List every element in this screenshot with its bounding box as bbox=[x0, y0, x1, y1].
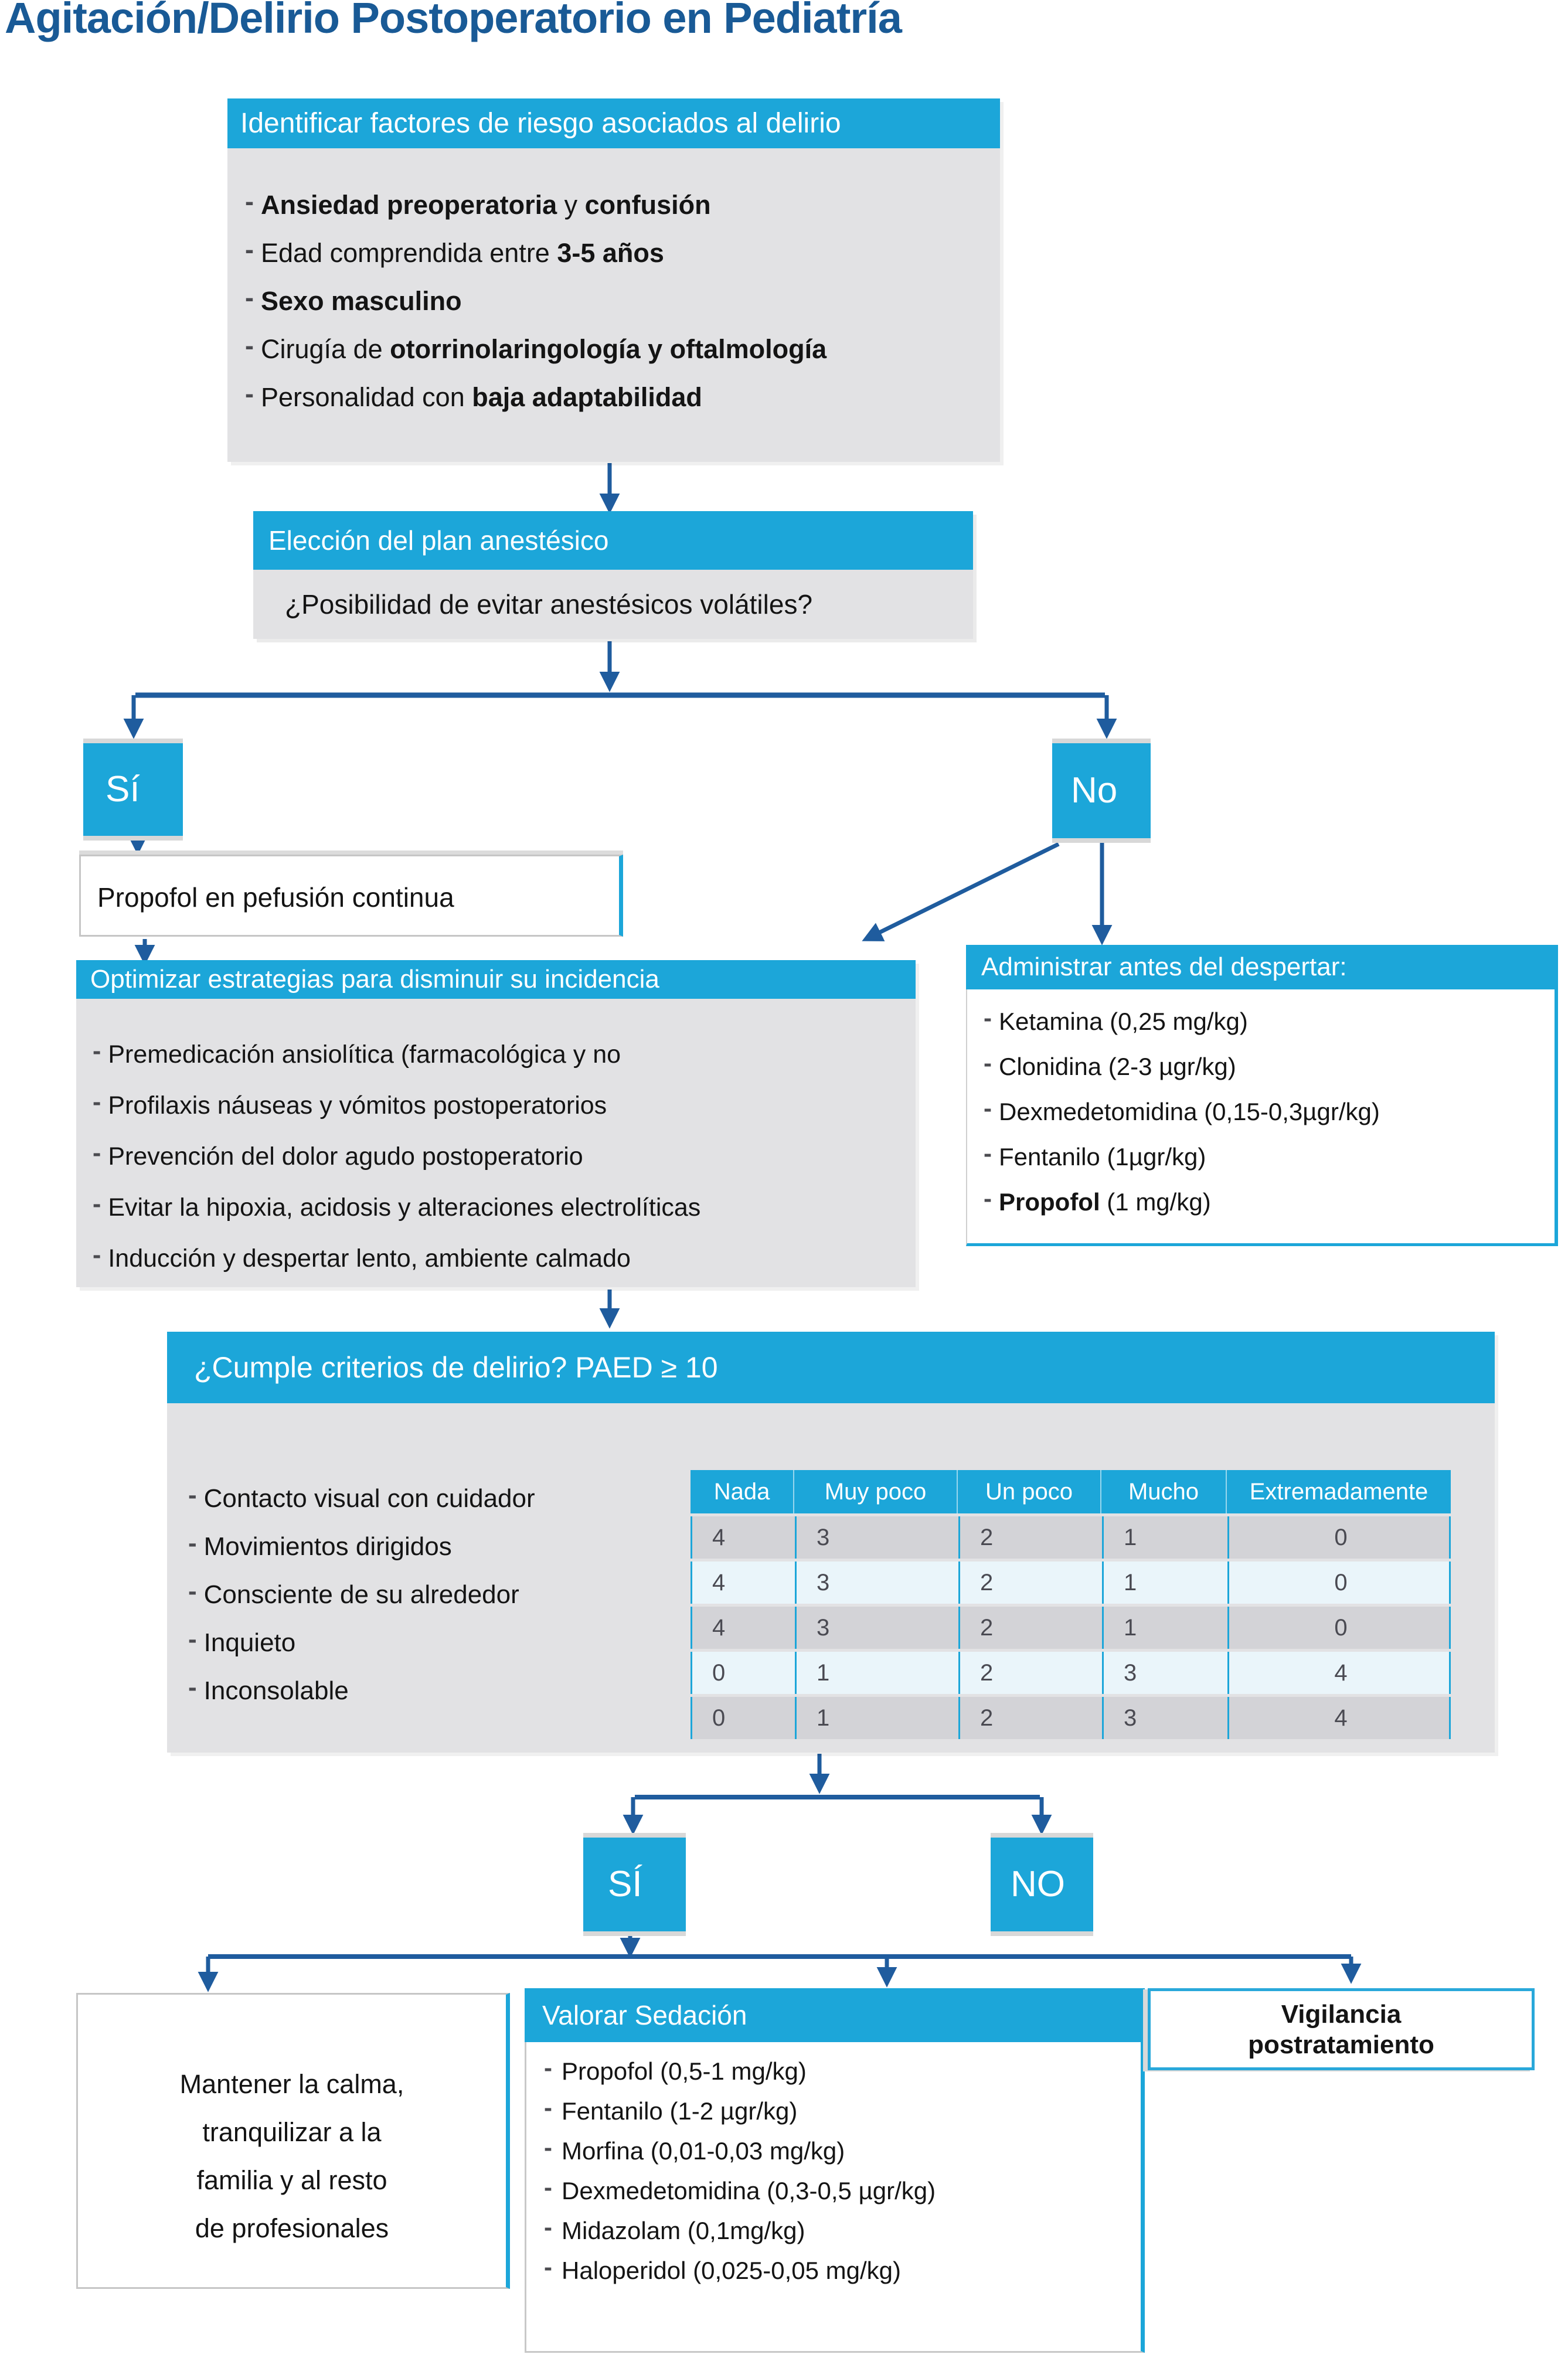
table-cell: 0 bbox=[712, 1705, 726, 1731]
table-cell: 4 bbox=[1227, 1652, 1453, 1694]
list-item: postratamiento bbox=[1248, 2030, 1434, 2059]
sedation-box: Valorar Sedación Propofol (0,5-1 mg/kg)F… bbox=[525, 1988, 1145, 2353]
table-cell: 3 bbox=[795, 1516, 958, 1559]
table-cell: 4 bbox=[712, 1615, 726, 1641]
paed-criteria-body: Contacto visual con cuidadorMovimientos … bbox=[167, 1403, 1495, 1753]
table-cell: 0 bbox=[712, 1660, 726, 1686]
list-item: Propofol (1 mg/kg) bbox=[984, 1179, 1555, 1224]
list-item: Inconsolable bbox=[188, 1667, 535, 1715]
administer-drug-list: Ketamina (0,25 mg/kg)Clonidina (2-3 µgr/… bbox=[966, 989, 1558, 1246]
table-cell: 2 bbox=[958, 1561, 1102, 1604]
list-item: Consciente de su alrededor bbox=[188, 1571, 535, 1619]
list-item: Edad comprendida entre 3-5 años bbox=[245, 229, 1000, 277]
list-item: Movimientos dirigidos bbox=[188, 1523, 535, 1571]
administer-before-waking-box: Administrar antes del despertar: Ketamin… bbox=[966, 945, 1558, 1246]
list-item: Fentanilo (1-2 µgr/kg) bbox=[544, 2091, 1141, 2131]
list-item: Personalidad con baja adaptabilidad bbox=[245, 373, 1000, 421]
table-cell: 3 bbox=[795, 1561, 958, 1604]
table-cell: 1 bbox=[1102, 1561, 1227, 1604]
list-item: Prevención del dolor agudo postoperatori… bbox=[93, 1131, 916, 1182]
optimize-strategies-box: Optimizar estrategias para disminuir su … bbox=[76, 960, 916, 1287]
keep-calm-box: Mantener la calma, tranquilizar a la famil… bbox=[76, 1993, 510, 2289]
page-title: Agitación/Delirio Postoperatorio en Pedi… bbox=[5, 0, 902, 42]
list-item: Mantener la calma, bbox=[179, 2069, 404, 2099]
table-cell: 4 bbox=[712, 1525, 726, 1550]
risk-factors-header: Identificar factores de riesgo asociados… bbox=[227, 98, 1000, 148]
sedation-header: Valorar Sedación bbox=[525, 1988, 1145, 2042]
table-cell: Un poco bbox=[957, 1470, 1100, 1513]
table-cell: 0 bbox=[1227, 1516, 1453, 1559]
sedation-drug-list: Propofol (0,5-1 mg/kg)Fentanilo (1-2 µgr… bbox=[525, 2042, 1145, 2353]
list-item: Haloperidol (0,025-0,05 mg/kg) bbox=[544, 2251, 1141, 2291]
table-cell: 1 bbox=[1102, 1516, 1227, 1559]
list-item: Morfina (0,01-0,03 mg/kg) bbox=[544, 2131, 1141, 2171]
propofol-infusion-box: Propofol en pefusión continua bbox=[79, 855, 623, 937]
list-item: Premedicación ansiolítica (farmacológica… bbox=[93, 1029, 916, 1080]
optimize-strategies-header: Optimizar estrategias para disminuir su … bbox=[76, 960, 916, 999]
risk-factors-list: Ansiedad preoperatoria y confusiónEdad c… bbox=[227, 148, 1000, 462]
anesthetic-plan-header: Elección del plan anestésico bbox=[253, 511, 973, 570]
table-cell: 1 bbox=[1102, 1607, 1227, 1649]
list-item: Fentanilo (1µgr/kg) bbox=[984, 1134, 1555, 1179]
table-cell: 1 bbox=[795, 1652, 958, 1694]
list-item: Midazolam (0,1mg/kg) bbox=[544, 2211, 1141, 2251]
branch1-yes-label: Sí bbox=[83, 743, 183, 836]
list-item: Sexo masculino bbox=[245, 277, 1000, 325]
table-cell: 4 bbox=[712, 1570, 726, 1595]
table-cell: Nada bbox=[713, 1479, 770, 1505]
list-item: Cirugía de otorrinolaringología y oftalm… bbox=[245, 325, 1000, 373]
branch1-no-label: No bbox=[1052, 743, 1151, 838]
table-cell: 4 bbox=[1227, 1697, 1453, 1739]
list-item: familia y al resto bbox=[196, 2165, 387, 2195]
anesthetic-plan-question: ¿Posibilidad de evitar anestésicos volát… bbox=[253, 570, 973, 639]
table-cell: Muy poco bbox=[793, 1470, 957, 1513]
list-item: Inducción y despertar lento, ambiente ca… bbox=[93, 1233, 916, 1284]
table-cell: 0 bbox=[1227, 1561, 1453, 1604]
branch2-no-label: NO bbox=[991, 1838, 1093, 1931]
table-cell: 3 bbox=[1102, 1697, 1227, 1739]
list-item: Dexmedetomidina (0,3-0,5 µgr/kg) bbox=[544, 2171, 1141, 2211]
table-cell: 2 bbox=[958, 1516, 1102, 1559]
list-item: Ketamina (0,25 mg/kg) bbox=[984, 999, 1555, 1044]
branch2-yes-label: SÍ bbox=[583, 1838, 686, 1931]
paed-criteria-header: ¿Cumple criterios de delirio? PAED ≥ 10 bbox=[167, 1332, 1495, 1403]
list-item: Ansiedad preoperatoria y confusión bbox=[245, 181, 1000, 229]
list-item: tranquilizar a la bbox=[202, 2117, 382, 2147]
paed-criteria-list: Contacto visual con cuidadorMovimientos … bbox=[188, 1475, 535, 1715]
arrow-no-to-optimize bbox=[862, 842, 1060, 941]
administer-header: Administrar antes del despertar: bbox=[966, 945, 1558, 989]
table-cell: 2 bbox=[958, 1697, 1102, 1739]
table-cell: 0 bbox=[1227, 1607, 1453, 1649]
table-cell: 1 bbox=[795, 1697, 958, 1739]
table-cell: Extremadamente bbox=[1226, 1470, 1451, 1513]
list-item: Inquieto bbox=[188, 1619, 535, 1667]
list-item: Dexmedetomidina (0,15-0,3µgr/kg) bbox=[984, 1089, 1555, 1134]
list-item: Evitar la hipoxia, acidosis y alteracion… bbox=[93, 1182, 916, 1233]
risk-factors-box: Identificar factores de riesgo asociados… bbox=[227, 98, 1000, 462]
list-item: Clonidina (2-3 µgr/kg) bbox=[984, 1044, 1555, 1089]
table-cell: Mucho bbox=[1100, 1470, 1226, 1513]
list-item: Propofol (0,5-1 mg/kg) bbox=[544, 2052, 1141, 2091]
optimize-strategies-list: Premedicación ansiolítica (farmacológica… bbox=[76, 999, 916, 1287]
table-cell: 2 bbox=[958, 1607, 1102, 1649]
table-cell: 2 bbox=[958, 1652, 1102, 1694]
list-item: de profesionales bbox=[195, 2213, 389, 2243]
table-cell: 3 bbox=[1102, 1652, 1227, 1694]
paed-criteria-box: ¿Cumple criterios de delirio? PAED ≥ 10 … bbox=[167, 1332, 1495, 1753]
table-cell: 3 bbox=[795, 1607, 958, 1649]
anesthetic-plan-box: Elección del plan anestésico ¿Posibilida… bbox=[253, 511, 973, 639]
list-item: Contacto visual con cuidador bbox=[188, 1475, 535, 1523]
list-item: Vigilancia bbox=[1281, 2000, 1402, 2029]
list-item: Profilaxis náuseas y vómitos postoperato… bbox=[93, 1080, 916, 1131]
